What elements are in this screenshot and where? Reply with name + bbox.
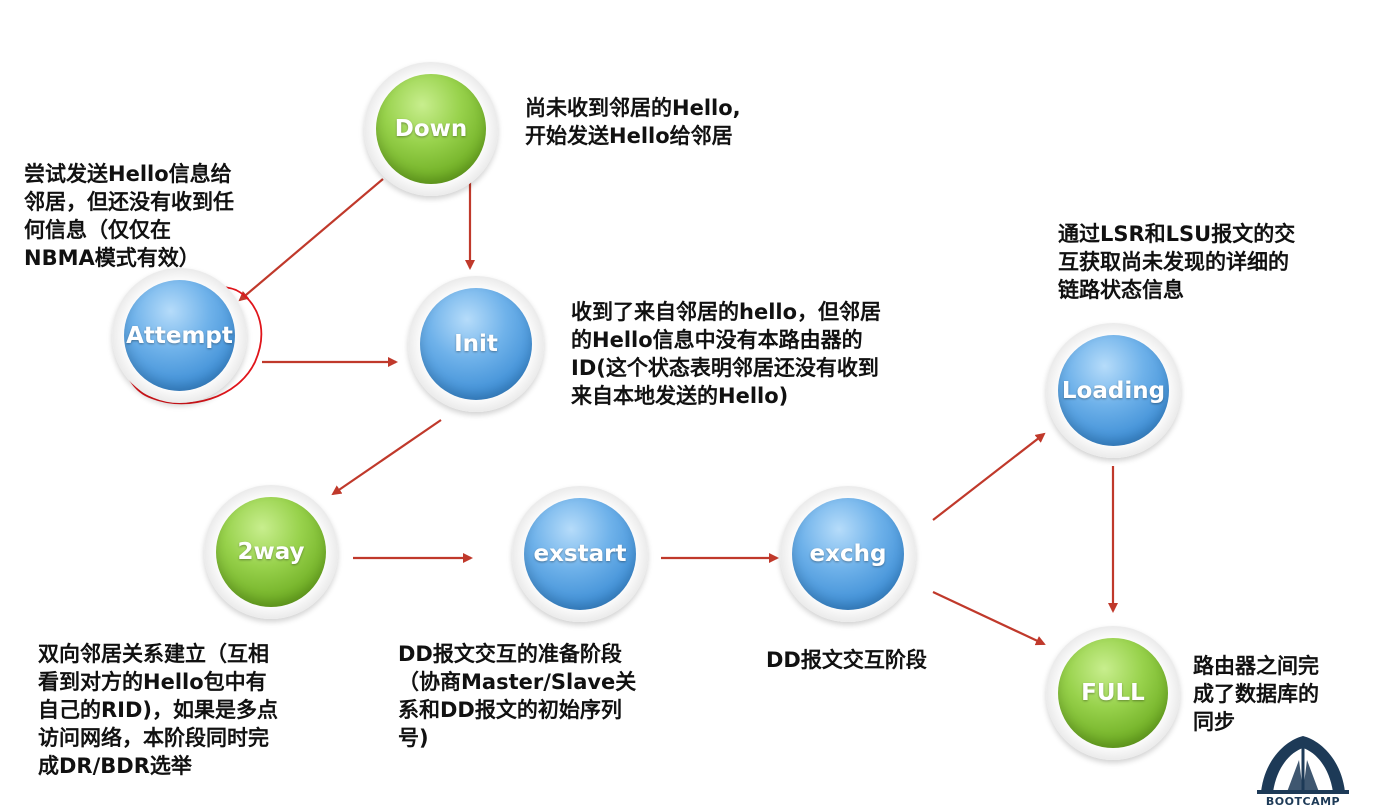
state-exstart: exstart [512, 486, 648, 622]
state-attempt-label: Attempt [126, 322, 233, 349]
desc-2way: 双向邻居关系建立（互相 看到对方的Hello包中有 自己的RID)，如果是多点 … [38, 642, 279, 778]
bootcamp-logo-icon [1257, 736, 1349, 794]
state-attempt: Attempt [112, 268, 247, 403]
state-down-label: Down [394, 116, 468, 142]
desc-exstart: DD报文交互的准备阶段 （协商Master/Slave关 系和DD报文的初始序列… [398, 642, 637, 750]
desc-down: 尚未收到邻居的Hello, 开始发送Hello给邻居 [525, 96, 741, 148]
state-init-label: Init [454, 331, 498, 357]
state-full-label: FULL [1081, 680, 1145, 706]
desc-init: 收到了来自邻居的hello，但邻居 的Hello信息中没有本路由器的 ID(这个… [571, 300, 882, 408]
state-exchg-label: exchg [809, 541, 887, 567]
desc-exchg: DD报文交互阶段 [766, 648, 927, 672]
desc-loading: 通过LSR和LSU报文的交 互获取尚未发现的详细的 链路状态信息 [1058, 222, 1296, 302]
state-exstart-label: exstart [533, 541, 627, 567]
desc-full: 路由器之间完 成了数据库的 同步 [1193, 654, 1319, 734]
state-loading: Loading [1046, 323, 1181, 458]
state-exchg: exchg [780, 486, 916, 622]
arrow-exchg-to-full [932, 591, 1046, 646]
arrow-init-to-2way [331, 419, 442, 496]
state-2way-label: 2way [237, 539, 305, 565]
state-2way: 2way [204, 485, 338, 619]
arrow-down-to-attempt [238, 178, 384, 302]
arrow-exchg-to-loading [932, 432, 1046, 521]
state-loading-label: Loading [1061, 377, 1166, 404]
state-down: Down [364, 62, 498, 196]
state-full: FULL [1046, 626, 1180, 760]
desc-attempt: 尝试发送Hello信息给 邻居，但还没有收到任 何信息（仅仅在 NBMA模式有效… [24, 162, 234, 270]
state-init: Init [408, 276, 544, 412]
logo-text: BOOTCAMP [1265, 795, 1341, 808]
